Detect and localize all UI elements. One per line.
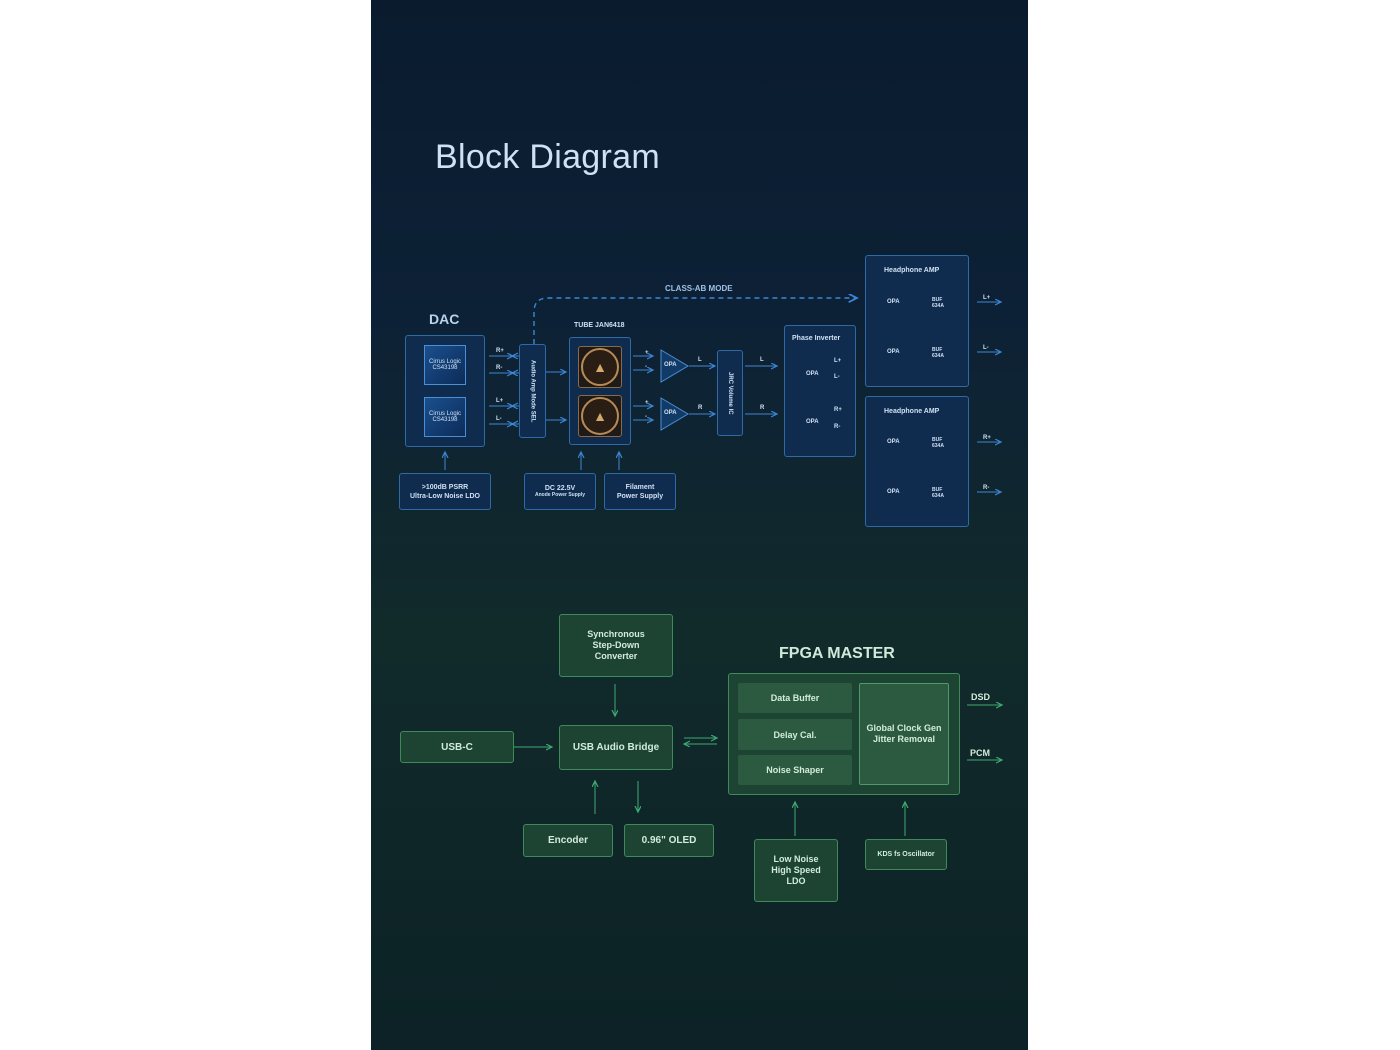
dac-out-l-plus: L+ [496,398,504,404]
buf-label: BUF 634A [932,297,944,309]
hp-out-l-plus: L+ [983,295,991,301]
pi-out-l-minus: L- [834,374,840,380]
encoder-block: Encoder [523,824,613,857]
filament-supply-block: Filament Power Supply [604,473,676,510]
class-ab-mode-label: CLASS-AB MODE [665,284,733,293]
dac-out-l-minus: L- [496,416,502,422]
opa-label: OPA [887,489,900,495]
opa-label: OPA [806,419,819,425]
usb-c-block: USB-C [400,731,514,763]
page-title: Block Diagram [435,138,660,176]
dac-chip-bottom: Cirrus Logic CS43198 [424,397,466,437]
pi-out-l-plus: L+ [834,358,842,364]
amp-mode-sel-block: Audio Amp Mode SEL [519,344,546,438]
usb-audio-bridge-block: USB Audio Bridge [559,725,673,770]
opa-label: OPA [664,362,677,368]
opa-label: OPA [806,371,819,377]
channel-r-label: R [760,405,765,411]
tube-cell-bottom: ▲ [578,395,622,437]
headphone-amp-bottom-label: Headphone AMP [884,408,940,415]
delay-cal-block: Delay Cal. [738,719,852,750]
oscillator-block: KDS fs Oscillator [865,839,947,870]
minus-sign: - [645,364,647,370]
anode-supply-label: Anode Power Supply [534,492,585,498]
volume-ic-block: JRC Volume IC [717,350,743,436]
hp-out-r-plus: R+ [983,435,991,441]
channel-r-label: R [698,405,703,411]
hp-out-r-minus: R- [983,485,990,491]
buf-label: BUF 634A [932,347,944,359]
dsd-output-label: DSD [971,692,991,702]
tube-label: TUBE JAN6418 [574,322,625,329]
buf-label: BUF 634A [932,487,944,499]
anode-supply-voltage: DC 22.5V [544,485,576,492]
dac-out-r-minus: R- [496,365,503,371]
sync-converter-block: Synchronous Step-Down Converter [559,614,673,677]
ldo-block: Low Noise High Speed LDO [754,839,838,902]
minus-sign: - [645,414,647,420]
headphone-amp-top-label: Headphone AMP [884,267,940,274]
connector-lines [371,0,1028,836]
pi-out-r-minus: R- [834,424,841,430]
clock-gen-block: Global Clock Gen Jitter Removal [859,683,949,785]
headphone-amp-top-block [865,255,969,387]
anode-supply-block: DC 22.5V Anode Power Supply [524,473,596,510]
channel-l-label: L [698,357,702,363]
pcm-output-label: PCM [970,748,990,758]
opa-label: OPA [887,349,900,355]
buf-label: BUF 634A [932,437,944,449]
block-diagram-panel: Block Diagram CLASS-AB MODE DAC Cirrus L… [371,0,1028,1050]
vacuum-tube-icon: ▲ [581,397,619,435]
plus-sign: + [645,350,649,356]
phase-inverter-block [784,325,856,457]
opa-label: OPA [664,410,677,416]
oled-block: 0.96" OLED [624,824,714,857]
plus-sign: + [645,400,649,406]
dac-chip-top: Cirrus Logic CS43198 [424,345,466,385]
data-buffer-block: Data Buffer [738,683,852,713]
hp-out-l-minus: L- [983,345,989,351]
fpga-title: FPGA MASTER [779,645,895,662]
psrr-ldo-block: >100dB PSRR Ultra-Low Noise LDO [399,473,491,510]
opa-label: OPA [887,439,900,445]
dac-out-r-plus: R+ [496,348,504,354]
phase-inverter-label: Phase Inverter [792,335,841,342]
vacuum-tube-icon: ▲ [581,348,619,386]
headphone-amp-bottom-block [865,396,969,527]
noise-shaper-block: Noise Shaper [738,755,852,785]
pi-out-r-plus: R+ [834,407,842,413]
opa-label: OPA [887,299,900,305]
channel-l-label: L [760,357,764,363]
dac-label: DAC [429,311,460,327]
tube-cell-top: ▲ [578,346,622,388]
